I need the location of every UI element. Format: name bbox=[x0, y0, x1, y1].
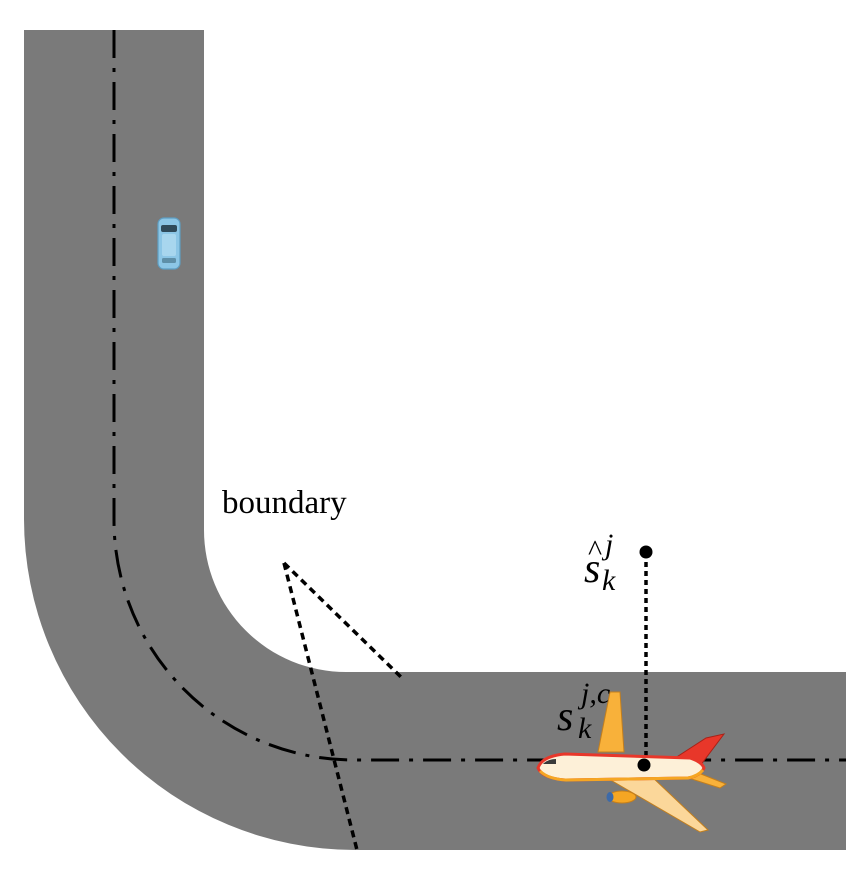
road-surface bbox=[24, 30, 846, 850]
road-centerline bbox=[112, 30, 846, 762]
plane-belly-stripe bbox=[538, 768, 705, 782]
car-roof bbox=[162, 234, 176, 256]
airplane-icon bbox=[536, 691, 728, 833]
plane-cockpit bbox=[543, 759, 556, 764]
car-rear-window bbox=[162, 258, 176, 263]
car-windshield bbox=[161, 225, 177, 232]
true-state-label: s j,c k bbox=[557, 677, 610, 745]
plane-fuselage bbox=[536, 752, 706, 782]
boundary-leader-lines bbox=[282, 561, 404, 851]
true-state-sup: j,c bbox=[577, 677, 610, 710]
plane-engine-intake bbox=[606, 792, 614, 802]
boundary-leader-line-inner bbox=[282, 561, 404, 680]
estimated-state-point bbox=[639, 545, 653, 559]
boundary-leader-line-outer bbox=[282, 562, 359, 851]
estimated-state-hat: ^ bbox=[588, 534, 602, 567]
estimated-state-base: s bbox=[584, 546, 600, 592]
true-state-point bbox=[637, 758, 651, 772]
true-state-base: s bbox=[557, 694, 573, 740]
estimated-state-sub: k bbox=[602, 564, 616, 597]
estimated-state-label: s ^ j k bbox=[584, 528, 616, 597]
plane-upper-wing bbox=[597, 691, 625, 753]
boundary-label: boundary bbox=[222, 485, 347, 521]
true-state-sub: k bbox=[578, 712, 592, 745]
car-icon bbox=[157, 217, 181, 270]
estimated-state-sup: j bbox=[601, 528, 613, 561]
